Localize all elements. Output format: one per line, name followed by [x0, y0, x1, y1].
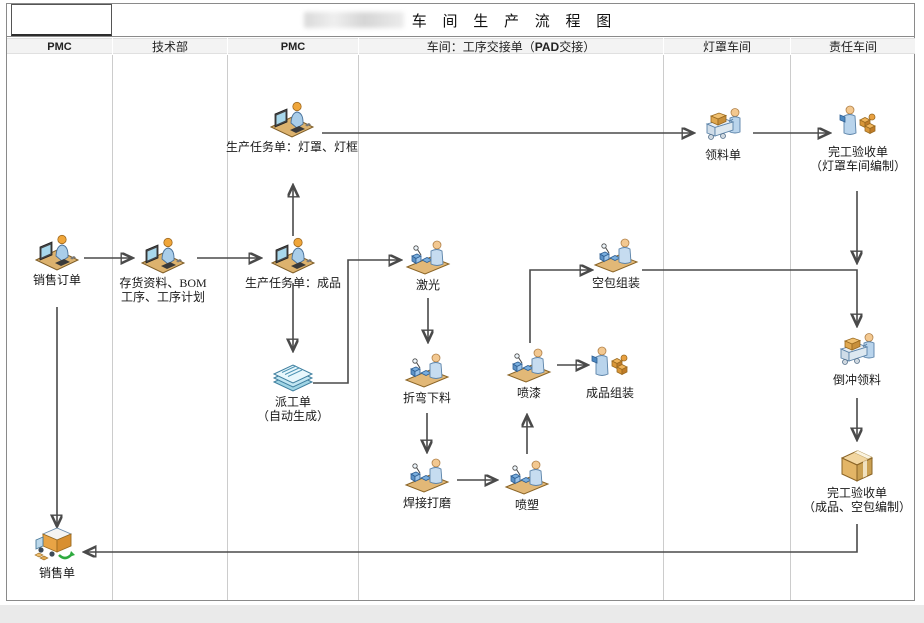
- node-label: （灯罩车间编制）: [809, 159, 906, 173]
- node-label: （成品、空包编制）: [802, 500, 911, 514]
- lane-divider: [663, 55, 664, 600]
- node-label: 喷漆: [516, 386, 541, 400]
- lane-divider: [112, 55, 113, 600]
- lane-header-pmc-2: PMC: [228, 38, 358, 54]
- machine-worker-icon: [406, 240, 450, 275]
- node-laser: 激光: [378, 236, 478, 292]
- bottom-gray-strip: [0, 605, 924, 623]
- arrow-emptypack-to-backflush: [642, 269, 857, 324]
- truck-icon: [33, 526, 77, 562]
- node-task-lampcover: 生产任务单：灯罩、灯框: [207, 98, 377, 154]
- node-completion-finished: 完工验收单 （成品、空包编制）: [787, 444, 924, 514]
- lane-divider: [358, 55, 359, 600]
- node-material-requisition: 领料单: [673, 106, 773, 162]
- page-title: 车 间 生 产 流 程 图: [411, 13, 618, 30]
- node-label: 领料单: [704, 148, 741, 162]
- node-label: 完工验收单: [827, 145, 888, 159]
- lane-header-tech-dept: 技术部: [113, 38, 227, 54]
- machine-worker-icon: [594, 238, 638, 273]
- papers-icon: [273, 364, 313, 392]
- node-empty-pack-assembly: 空包组装: [566, 234, 666, 290]
- node-inventory-bom: 存货资料、BOM 工序、工序计划: [98, 234, 228, 304]
- node-label: 喷塑: [514, 498, 539, 512]
- cart-icon: [840, 333, 875, 365]
- node-backflush-material: 倒冲领料: [807, 331, 907, 387]
- node-paint-spray: 喷漆: [479, 344, 579, 400]
- arrow-paint-to-emptypack: [529, 270, 590, 343]
- workstation-icon: [35, 234, 79, 271]
- machine-worker-icon: [507, 348, 551, 383]
- node-label: 空包组装: [591, 276, 640, 290]
- workstation-icon: [270, 101, 314, 138]
- node-label: 激光: [415, 278, 440, 292]
- node-completion-lampcover: 完工验收单 （灯罩车间编制）: [793, 103, 923, 173]
- node-label: （自动生成）: [256, 409, 329, 423]
- node-label: 销售单: [38, 566, 75, 580]
- lane-header-workshop-pre: 车间：工序交接单（: [426, 40, 535, 54]
- lane-header-pmc-1: PMC: [7, 38, 112, 54]
- node-label: 折弯下料: [402, 391, 451, 405]
- node-welding-grinding: 焊接打磨: [377, 454, 477, 510]
- lane-header-workshop: 车间：工序交接单（PAD交接）: [359, 38, 663, 54]
- node-task-finished: 生产任务单：成品: [218, 234, 368, 290]
- node-label: 成品组装: [585, 386, 634, 400]
- assembler-icon: [591, 346, 628, 376]
- corner-tab-box: [11, 4, 112, 36]
- machine-worker-icon: [405, 458, 449, 493]
- node-label: 生产任务单：灯罩、灯框: [225, 140, 358, 154]
- lane-header-workshop-post: 交接）: [559, 40, 596, 54]
- arrow-completionfinished-to-salesdelivery: [86, 524, 858, 552]
- lane-header-responsible-workshop: 责任车间: [791, 38, 915, 54]
- node-sales-order: 销售订单: [2, 231, 112, 287]
- redacted-company-name: [303, 12, 404, 28]
- node-label: 倒冲领料: [832, 373, 881, 387]
- arrow-dispatch-to-laser: [313, 260, 399, 384]
- workstation-icon: [141, 237, 185, 274]
- node-finished-assembly: 成品组装: [560, 344, 660, 400]
- lane-divider: [790, 55, 791, 600]
- lane-divider: [227, 55, 228, 600]
- node-bending-cutting: 折弯下料: [377, 349, 477, 405]
- diagram-frame: [6, 3, 915, 601]
- node-dispatch-order: 派工单 （自动生成）: [233, 353, 353, 423]
- node-label: 完工验收单: [826, 486, 887, 500]
- node-label: 工序、工序计划: [120, 290, 205, 304]
- lane-header-lampcover-workshop: 灯罩车间: [664, 38, 790, 54]
- node-label: 生产任务单：成品: [244, 276, 341, 290]
- assembler-icon: [839, 105, 876, 135]
- node-label: 焊接打磨: [402, 496, 451, 510]
- cart-icon: [706, 108, 741, 140]
- node-label: 存货资料、BOM: [119, 276, 207, 290]
- lane-header-workshop-pad: PAD: [534, 40, 560, 54]
- title-bar: 车 间 生 产 流 程 图: [6, 3, 915, 37]
- node-label: 派工单: [274, 395, 311, 409]
- node-sales-delivery: 销售单: [7, 524, 107, 580]
- node-powder-spray: 喷塑: [477, 456, 577, 512]
- machine-worker-icon: [505, 460, 549, 495]
- node-label: 销售订单: [32, 273, 81, 287]
- workstation-icon: [271, 237, 315, 274]
- machine-worker-icon: [405, 353, 449, 388]
- box-icon: [841, 450, 873, 482]
